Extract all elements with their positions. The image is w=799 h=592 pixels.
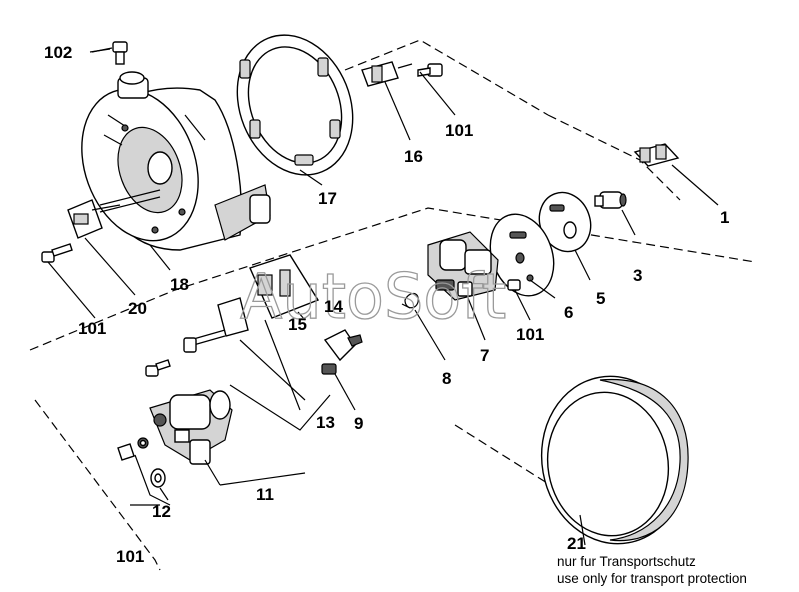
label-18: 18 (170, 275, 189, 294)
screw-part-101-mid (507, 279, 521, 291)
label-102: 102 (44, 43, 72, 62)
bracket-part-14 (249, 254, 320, 319)
label-101-bottom: 101 (116, 547, 144, 566)
actuator-part-7 (427, 231, 499, 301)
label-101-top: 101 (445, 121, 473, 140)
label-8: 8 (442, 369, 451, 388)
screw-part-101-left (41, 243, 73, 263)
label-3: 3 (633, 266, 642, 285)
label-5: 5 (596, 289, 605, 308)
plate-part-6 (489, 213, 555, 297)
label-20: 20 (128, 299, 147, 318)
label-17: 17 (318, 189, 337, 208)
label-11: 11 (256, 485, 274, 504)
label-21: 21 (567, 534, 586, 553)
watermark-text: AutoSoft (240, 260, 506, 333)
label-7: 7 (480, 346, 489, 365)
housing-part-18 (81, 71, 271, 251)
spring-part-8 (401, 292, 419, 309)
harness-part-15 (183, 297, 249, 353)
ring-gasket-part-17 (236, 34, 354, 176)
label-101-mid: 101 (516, 325, 544, 344)
label-101-left: 101 (78, 319, 106, 338)
label-12: 12 (152, 502, 171, 521)
sensor-part-16 (361, 61, 413, 87)
connector-part-20 (67, 199, 121, 239)
label-13: 13 (316, 413, 335, 432)
label-15: 15 (288, 315, 307, 334)
motor-part-11 (149, 389, 233, 465)
note-english: use only for transport protection (557, 571, 747, 586)
clip-part-1 (633, 143, 680, 167)
ring-outline (454, 424, 556, 489)
screw-part-101-lower (145, 359, 171, 377)
label-14: 14 (324, 297, 343, 316)
clip-part-9 (321, 329, 363, 375)
upper-group-outline (29, 207, 756, 351)
washers-part-12 (117, 437, 166, 488)
leader-lines (47, 48, 719, 546)
label-1: 1 (720, 208, 729, 227)
label-9: 9 (354, 414, 363, 433)
lower-group-outline (34, 399, 161, 571)
note-german: nur fur Transportschutz (557, 554, 696, 569)
disc-part-5 (538, 191, 592, 253)
label-16: 16 (404, 147, 423, 166)
sensor-part-3 (594, 191, 627, 209)
screw-part-102 (91, 41, 128, 65)
part-numbers: 102 101 16 17 18 20 101 1 3 5 6 101 7 8 … (44, 43, 729, 566)
label-6: 6 (564, 303, 573, 322)
transport-ring-part-21 (540, 375, 689, 545)
